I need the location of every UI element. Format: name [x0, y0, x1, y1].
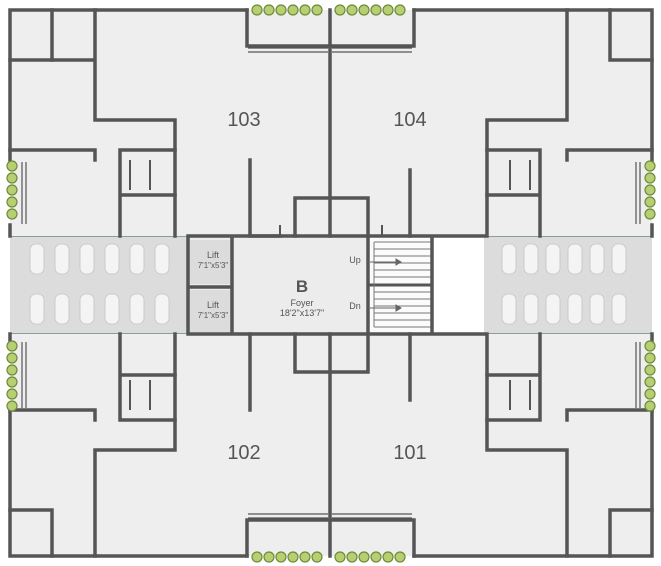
- staircase: [368, 241, 432, 328]
- unit-label-104: 104: [393, 109, 426, 131]
- unit-floors: [10, 10, 652, 556]
- windows: [21, 47, 641, 519]
- foyer-size: 18'2"x13'7": [280, 308, 324, 318]
- unit-label-103: 103: [227, 109, 260, 131]
- foyer-name: Foyer: [290, 298, 313, 308]
- inner-details: [129, 160, 531, 410]
- planters-left: [6, 160, 18, 412]
- lift-2-name: Lift: [207, 300, 220, 310]
- unit-label-101: 101: [393, 442, 426, 464]
- block-label: B: [296, 277, 308, 296]
- lift-1-size: 7'1"x5'3": [198, 261, 229, 270]
- planters-bottom: [251, 551, 406, 563]
- parking-area-right: [484, 236, 652, 334]
- lift-1-name: Lift: [207, 250, 220, 260]
- walls: [8, 8, 654, 558]
- parking-area-left: [10, 236, 188, 334]
- stair-up-label: Up: [349, 255, 361, 265]
- unit-label-102: 102: [227, 442, 260, 464]
- stair-down-label: Dn: [349, 301, 361, 311]
- planters-top: [251, 4, 406, 16]
- lift-2-size: 7'1"x5'3": [198, 311, 229, 320]
- stair-arrows: [370, 258, 402, 312]
- planters-right: [644, 160, 656, 412]
